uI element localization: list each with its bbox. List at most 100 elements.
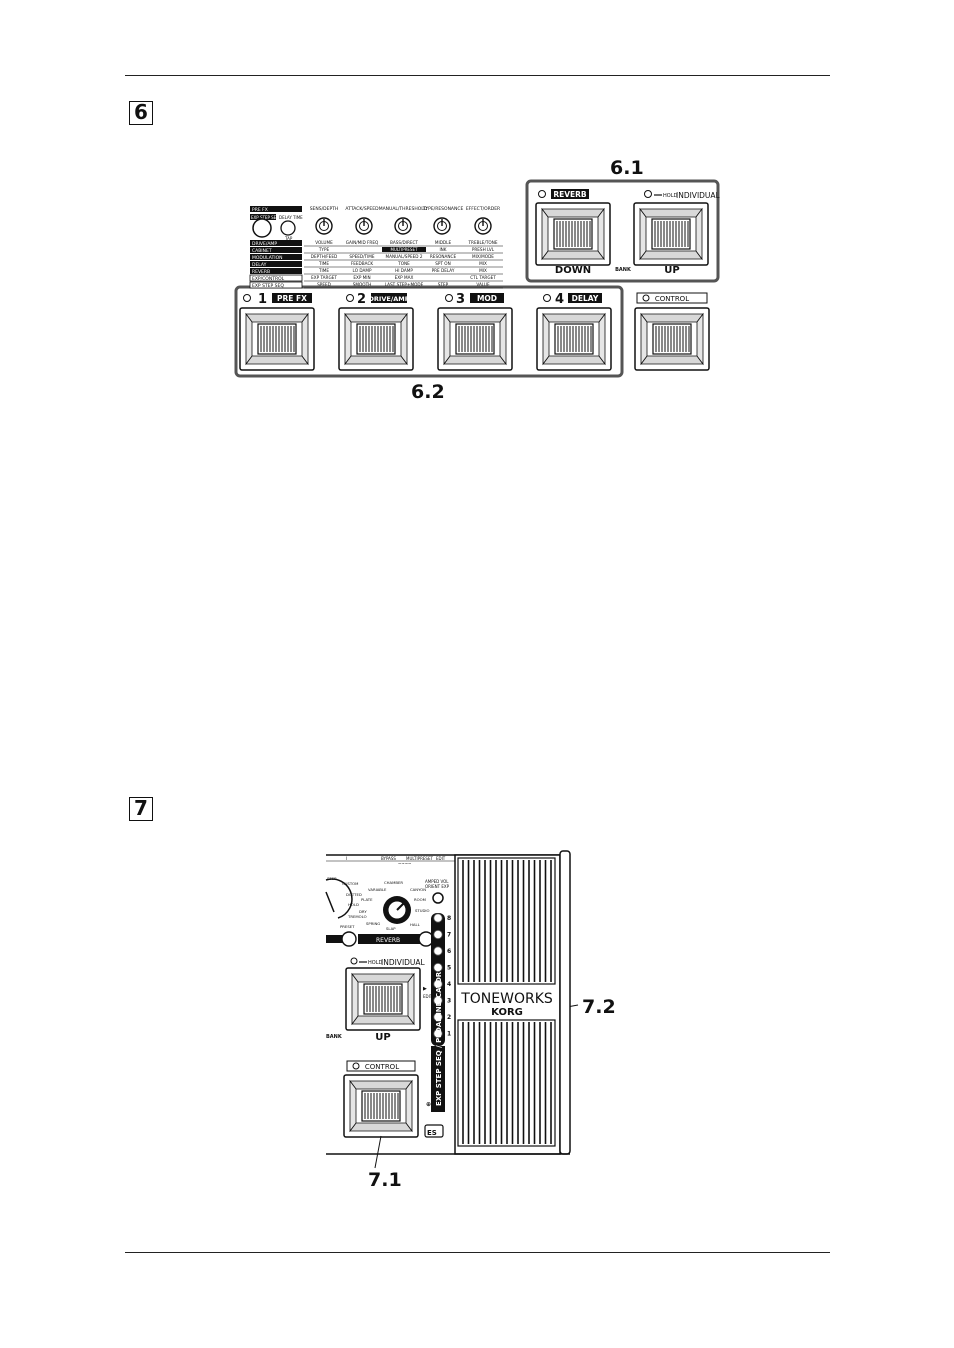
frame-6-1 xyxy=(525,179,720,283)
down-label: DOWN xyxy=(555,265,591,276)
footswitch-3-tag: MOD xyxy=(477,294,497,303)
svg-text:SLAP: SLAP xyxy=(386,926,396,931)
step-led xyxy=(433,962,443,973)
step-led-number: 5 xyxy=(447,965,451,972)
row-tag-9: EXP STEP SEQ xyxy=(252,283,284,289)
amped-label-0: AMPED VOL xyxy=(425,879,449,884)
section7-reverb-tag: REVERB xyxy=(376,937,400,944)
step-led-number: 7 xyxy=(447,932,451,939)
param-cell: EXP MAX xyxy=(395,275,414,280)
knob-label-4: EFFECT/ORDER xyxy=(466,206,500,212)
knob-4 xyxy=(474,217,492,235)
svg-text:ES: ES xyxy=(427,1129,437,1137)
footswitch-2[interactable]: 2 DRIVE/AMP xyxy=(338,292,414,371)
param-cell: TYPE xyxy=(318,247,330,252)
param-cell: TREBLE/TONE xyxy=(467,240,497,245)
param-cell: TIME xyxy=(318,261,329,266)
exp-jack xyxy=(432,892,444,904)
s7-control-label: CONTROL xyxy=(365,1063,399,1071)
s7-individual-label: INDIVIDUAL xyxy=(381,958,426,967)
svg-text:VARIABLE: VARIABLE xyxy=(368,887,387,892)
step-led xyxy=(433,995,443,1006)
reverb-down-footswitch[interactable]: REVERB DOWN xyxy=(535,189,611,276)
footswitch-1-tag: PRE FX xyxy=(277,294,307,303)
callout-6-1: 6.1 xyxy=(610,157,644,179)
param-cell: MIX xyxy=(479,261,487,266)
param-cell: SMOOTH xyxy=(353,282,372,287)
knob-label-3: TYPE/RESONANCE xyxy=(422,206,464,212)
figure-7-unit: I BYPASS ~~~~ MULTIPRESET EDIT STEPCUSTO… xyxy=(325,850,579,1169)
step-led xyxy=(433,913,443,923)
row-tag-2: DELAY TIME xyxy=(279,215,303,220)
row-tag-6: DELAY xyxy=(252,262,267,268)
param-cell: LO DAMP xyxy=(353,268,372,273)
step-led-number: 1 xyxy=(447,1031,451,1038)
footswitch-4-tag: DELAY xyxy=(572,294,599,303)
control-footswitch[interactable]: CONTROL xyxy=(634,292,710,371)
section-6-badge: 6 xyxy=(129,101,153,125)
step-led-number: 6 xyxy=(447,948,451,955)
knob-1 xyxy=(355,217,373,235)
footswitch-3-number: 3 xyxy=(456,292,465,307)
step-led xyxy=(433,1028,443,1039)
param-cell: SPEED xyxy=(317,282,331,287)
param-cell: TIME xyxy=(318,268,329,273)
multipreset-tag: MULTIPRESET xyxy=(391,247,418,252)
up-label: UP xyxy=(664,265,679,276)
svg-text:DRY: DRY xyxy=(359,909,367,914)
individual-led xyxy=(644,190,652,198)
svg-text:PRESET: PRESET xyxy=(340,924,355,929)
footswitch-4-number: 4 xyxy=(555,292,564,307)
step-led-number: 4 xyxy=(447,981,451,988)
param-cell: VALUE xyxy=(476,282,490,287)
svg-text:PLATE: PLATE xyxy=(361,897,373,902)
knob-label-0: SENS/DEPTH xyxy=(310,206,339,212)
individual-up-footswitch[interactable]: HOLD INDIVIDUAL UP xyxy=(633,190,721,277)
svg-text:TREMOLO: TREMOLO xyxy=(347,914,367,919)
param-cell: SPT ON xyxy=(435,261,451,266)
s7-control-footswitch[interactable] xyxy=(343,1074,419,1138)
vertical-label: EXP STEP SEQ / PEDAL INDICATOR xyxy=(435,971,443,1106)
control-label: CONTROL xyxy=(655,295,689,303)
svg-text:⊕: ⊕ xyxy=(426,1101,431,1108)
param-cell: GAIN/MID FREQ xyxy=(346,240,379,245)
s7-up-footswitch[interactable] xyxy=(345,967,421,1031)
footswitch-1[interactable]: 1 PRE FX xyxy=(239,292,315,371)
param-cell: INK xyxy=(439,247,446,252)
reverb-tag: REVERB xyxy=(553,190,587,199)
param-cell: LAST STEP+MODE xyxy=(385,282,424,287)
knob-0 xyxy=(315,217,333,235)
svg-text:STEP: STEP xyxy=(327,876,337,881)
param-cell: BASS/DIRECT xyxy=(390,240,418,245)
footswitch-3[interactable]: 3 MOD xyxy=(437,292,513,371)
delay-time-knob xyxy=(280,220,296,236)
step-led xyxy=(433,1012,443,1022)
svg-text:▶: ▶ xyxy=(423,986,427,992)
edit-marker: EDIT xyxy=(423,994,433,999)
row-tag-5: MODULATION xyxy=(252,255,283,261)
row-tag-0: PRE FX xyxy=(252,207,268,213)
s7-up-label: UP xyxy=(375,1032,390,1043)
amped-label-1: ORIENT EXP xyxy=(425,884,450,889)
param-cell: RESONANCE xyxy=(430,254,457,259)
knob-2 xyxy=(394,217,412,235)
s7-bank-label: BANK xyxy=(326,1034,343,1040)
svg-text:CUSTOM: CUSTOM xyxy=(342,881,358,886)
individual-label: INDIVIDUAL xyxy=(676,191,721,200)
frame-6-2 xyxy=(234,285,624,378)
row-tag-8: EXP/CONTROL xyxy=(252,276,285,282)
callout-7-1: 7.1 xyxy=(368,1169,402,1191)
reverb-button-right[interactable] xyxy=(418,931,434,947)
top-rule xyxy=(125,75,830,76)
row-tag-1: EXP STEP SEQ xyxy=(251,215,279,220)
param-cell: FEEDBACK xyxy=(351,261,374,266)
hold-label: HOLD xyxy=(663,193,677,199)
tap-label: TAP xyxy=(284,236,293,241)
row-tag-4: CABINET xyxy=(252,248,272,254)
param-cell: STEP xyxy=(438,282,449,287)
param-cell: SPEED/TIME xyxy=(349,254,375,259)
reverb-button-left[interactable] xyxy=(341,931,357,947)
footswitch-4[interactable]: 4 DELAY xyxy=(536,292,612,371)
param-cell: MIX xyxy=(479,268,487,273)
step-led xyxy=(433,929,443,940)
